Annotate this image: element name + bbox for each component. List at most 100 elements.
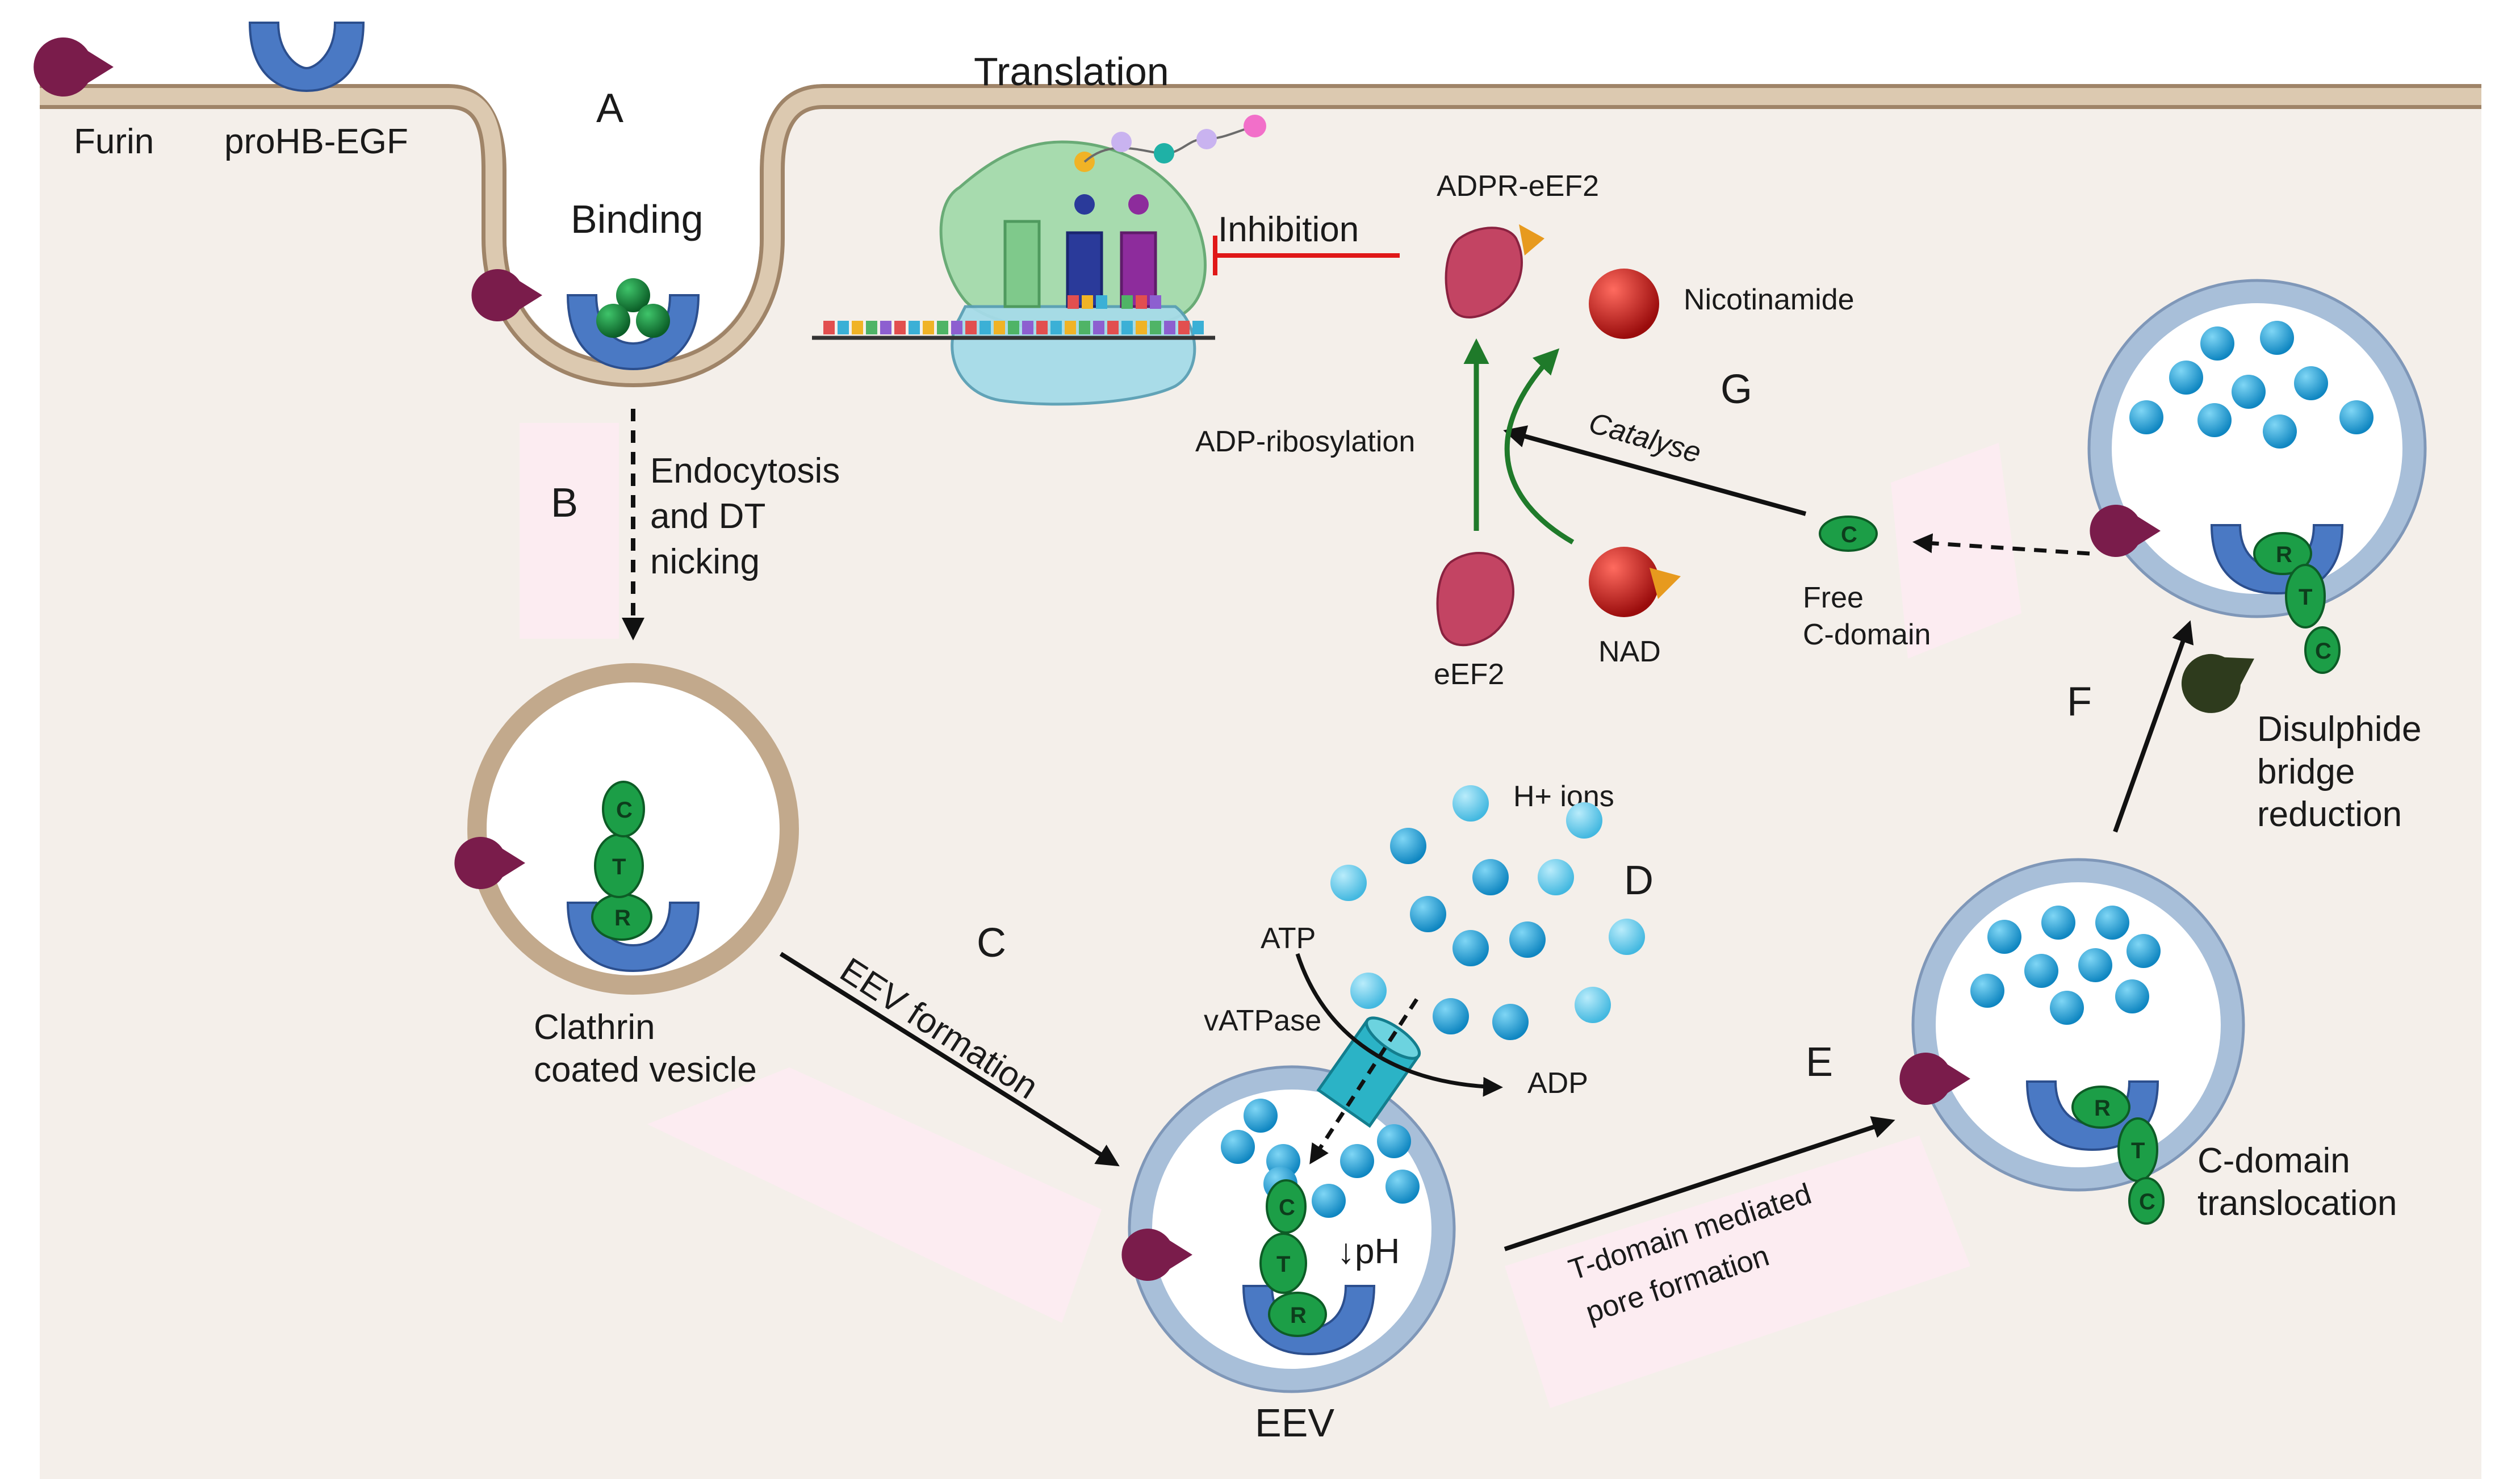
- extracellular-space: [40, 0, 2481, 362]
- ion: [1970, 974, 2004, 1008]
- receptor-vesicle: [566, 902, 700, 973]
- toxin-c-domain: [1266, 1179, 1307, 1234]
- receptor-binding: [566, 294, 700, 371]
- furin-legend-icon: [34, 37, 114, 97]
- ion: [2024, 954, 2058, 988]
- nad-ball: [1589, 547, 1659, 617]
- ion: [2126, 934, 2161, 968]
- step-c-letter: C: [977, 920, 1006, 966]
- eev-label: EEV: [1255, 1401, 1334, 1445]
- translation-label: Translation: [974, 49, 1169, 94]
- step-d-letter: D: [1624, 858, 1654, 903]
- free-c-label-line2: C-domain: [1803, 618, 1931, 651]
- ion: [2050, 991, 2084, 1025]
- ion: [1410, 896, 1446, 932]
- adp-ribose-tag: [1519, 224, 1544, 255]
- catalyse-arrow: [1503, 425, 1807, 516]
- reduction-arrow: [2113, 620, 2194, 833]
- ion: [2129, 400, 2163, 434]
- domain-t-label: T: [1276, 1252, 1290, 1277]
- toxin-r-domain: [2253, 532, 2312, 575]
- toxin-c-domain: [2128, 1177, 2165, 1225]
- nad-tag: [1650, 568, 1681, 599]
- endocytosis-label-line1: Endocytosis: [650, 451, 840, 491]
- clathrin-label-line2: coated vesicle: [534, 1050, 757, 1090]
- furin-icon: [2090, 505, 2161, 557]
- eev-formation-arrow: [779, 952, 1120, 1167]
- ion: [2294, 366, 2328, 400]
- disulphide-label-line3: reduction: [2257, 795, 2402, 834]
- highlight-box-c: [647, 1067, 1102, 1323]
- domain-r-label: R: [614, 906, 631, 931]
- step-f-letter: F: [2067, 679, 2092, 724]
- ion: [1509, 921, 1546, 958]
- step-g-letter: G: [1721, 367, 1752, 412]
- ion: [1350, 973, 1387, 1009]
- binding-label: Binding: [571, 197, 704, 241]
- translocation-vesicle-edge: [1911, 858, 2245, 1192]
- nad-label: NAD: [1598, 635, 1661, 668]
- ion: [2078, 948, 2112, 982]
- furin-bound-icon: [471, 269, 542, 321]
- ion: [2041, 906, 2075, 940]
- free-c-domain: [1819, 516, 1878, 552]
- ion: [2232, 375, 2266, 409]
- nicotinamide-label: Nicotinamide: [1684, 283, 1855, 316]
- ion: [1575, 987, 1611, 1023]
- ion: [2263, 414, 2297, 449]
- step-e-letter: E: [1806, 1040, 1833, 1085]
- toxin-c-domain: [602, 781, 645, 837]
- highlight-box-e: [1505, 1136, 1970, 1408]
- toxin-r-domain: [2071, 1086, 2130, 1129]
- domain-t-label: T: [612, 854, 626, 879]
- highlight-box-free-c: [1891, 443, 2021, 659]
- ctrans-label-line2: translocation: [2197, 1184, 2397, 1223]
- eef2-protein: [1436, 552, 1514, 647]
- ion: [2115, 979, 2149, 1013]
- domain-r-label: R: [2276, 542, 2292, 567]
- plasma-membrane-inner: [40, 88, 2481, 384]
- furin-label: Furin: [74, 122, 154, 161]
- step-b-letter: B: [551, 480, 578, 526]
- endocytosis-label-line2: and DT: [650, 497, 765, 536]
- reductase-icon: [2181, 653, 2254, 713]
- ion: [1390, 828, 1426, 864]
- toxin-t-domain: [1259, 1233, 1307, 1294]
- furin-icon: [454, 837, 525, 889]
- furin-icon: [1899, 1053, 1970, 1105]
- domain-r-label: R: [1290, 1303, 1307, 1328]
- ribosome-icon: [812, 115, 1266, 406]
- clathrin-label-line1: Clathrin: [534, 1008, 655, 1047]
- eef2-label: eEF2: [1434, 658, 1504, 691]
- highlight-box-b: [520, 423, 619, 639]
- toxin-ball: [616, 278, 650, 312]
- ribosylation-branch-arrow: [1504, 348, 1575, 544]
- atp-label: ATP: [1261, 922, 1316, 955]
- ion: [2197, 403, 2232, 437]
- disulphide-label-line1: Disulphide: [2257, 710, 2422, 749]
- ion: [1312, 1184, 1346, 1218]
- ion: [1340, 1144, 1374, 1178]
- free-c-label-line1: Free: [1803, 581, 1864, 614]
- ion: [2339, 400, 2374, 434]
- domain-t-label: T: [2299, 585, 2312, 610]
- atp-to-adp-arrow: [1295, 953, 1503, 1097]
- toxin-c-domain: [2304, 626, 2341, 674]
- ion: [1385, 1170, 1420, 1204]
- ph-label: ↓pH: [1337, 1232, 1400, 1271]
- ion: [1492, 1004, 1529, 1040]
- adp-label: ADP: [1527, 1067, 1588, 1100]
- ion: [1566, 802, 1602, 839]
- domain-r-label: R: [2094, 1096, 2111, 1121]
- ion: [1221, 1130, 1255, 1164]
- ion: [1452, 930, 1489, 966]
- ion: [1472, 859, 1509, 895]
- ion: [1609, 919, 1645, 955]
- toxin-r-domain: [1268, 1292, 1327, 1337]
- vatpase-label: vATPase: [1204, 1004, 1321, 1037]
- furin-icon: [1121, 1229, 1192, 1281]
- prohbegf-label: proHB-EGF: [224, 122, 408, 161]
- proton-influx-arrow: [1309, 998, 1418, 1164]
- ion: [2095, 906, 2129, 940]
